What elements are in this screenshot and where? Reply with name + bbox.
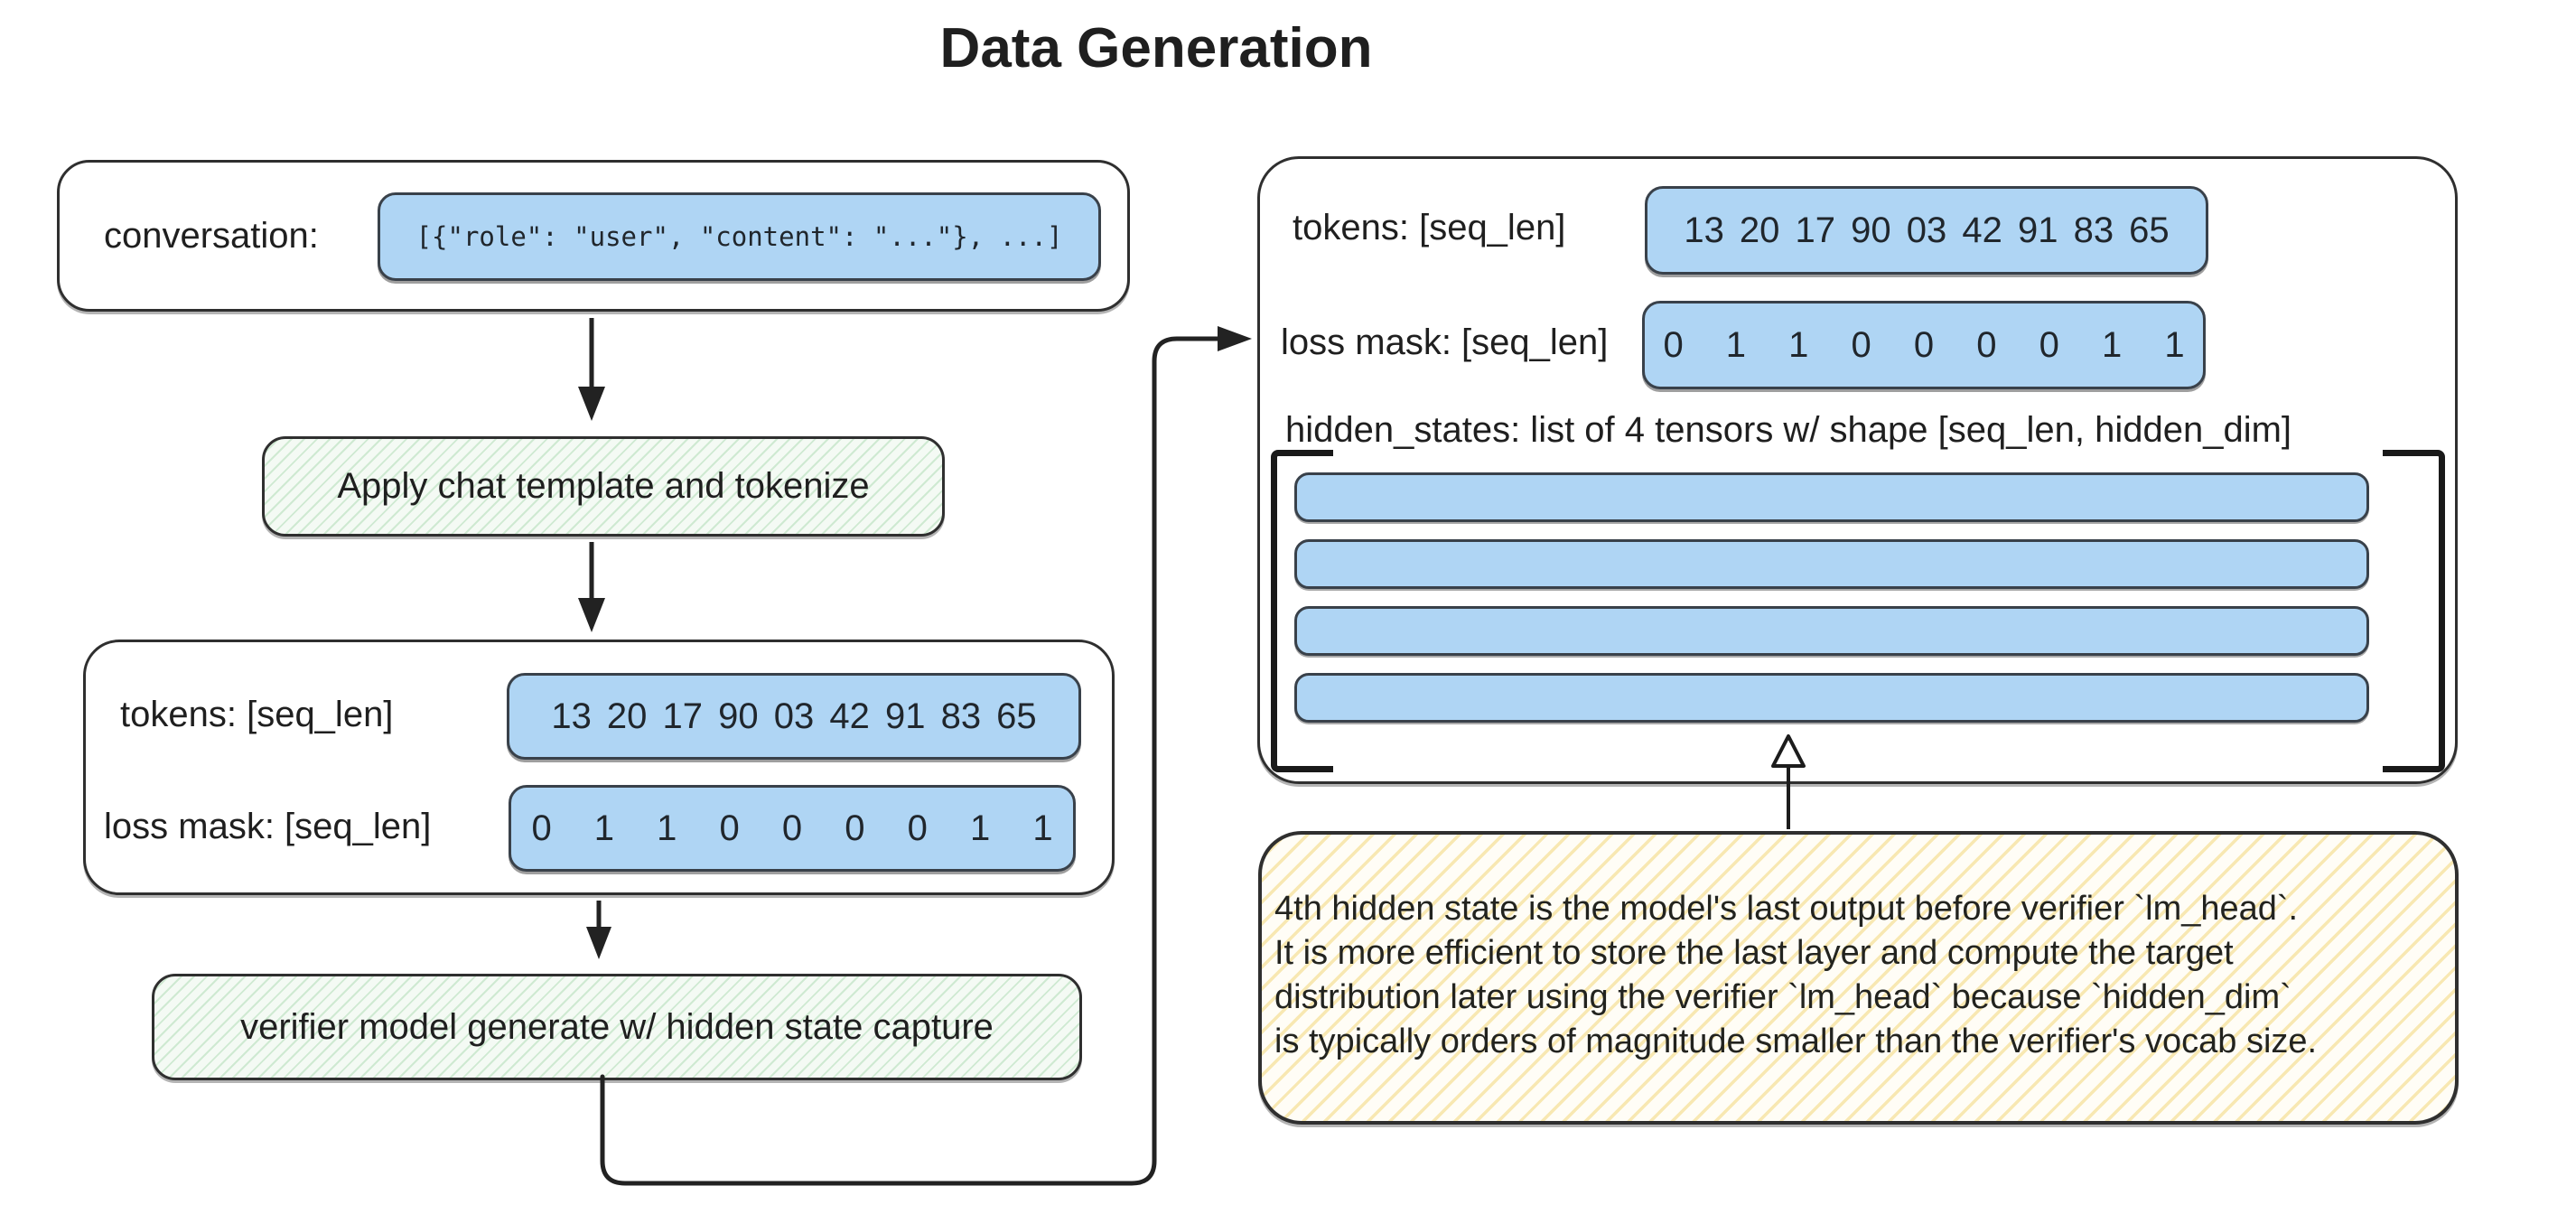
flow-arrow-down-2 [578,542,605,632]
note-line: It is more efficient to store the last l… [1274,934,2234,972]
loss-mask-label: loss mask: [seq_len] [104,806,432,846]
right-loss-mask-values-pill: 0 1 1 0 0 0 0 1 1 [1642,301,2206,389]
tokens-label: tokens: [seq_len] [120,694,394,734]
tensor-bar [1294,472,2369,522]
tensor-bar [1294,673,2369,723]
step-apply-chat-template: Apply chat template and tokenize [262,436,945,537]
left-tensors-box: tokens: [seq_len] 13 20 17 90 03 42 91 8… [83,640,1115,895]
tensor-bar [1294,539,2369,589]
left-bracket [1271,450,1333,772]
flow-arrow-down-1 [578,318,605,421]
right-tokens-label: tokens: [seq_len] [1293,207,1566,247]
tensor-bar [1294,606,2369,656]
right-bracket [2383,450,2445,772]
step-verifier-generate: verifier model generate w/ hidden state … [152,974,1082,1080]
conversation-code-pill: [{"role": "user", "content": "..."}, ...… [378,192,1101,281]
note-line: is typically orders of magnitude smaller… [1274,1023,2318,1060]
page-title: Data Generation [939,17,1373,79]
conversation-label: conversation: [104,215,319,256]
note-line: distribution later using the verifier `l… [1274,978,2291,1016]
hidden-states-bars [1294,472,2369,740]
right-output-box: tokens: [seq_len] 13 20 17 90 03 42 91 8… [1257,156,2458,784]
conversation-box: conversation: [{"role": "user", "content… [57,160,1130,312]
right-loss-mask-label: loss mask: [seq_len] [1281,322,1609,362]
tokens-values-pill: 13 20 17 90 03 42 91 83 65 [507,673,1081,760]
hidden-states-label: hidden_states: list of 4 tensors w/ shap… [1285,410,2292,450]
flow-arrow-down-3 [586,901,611,959]
loss-mask-values-pill: 0 1 1 0 0 0 0 1 1 [509,785,1076,872]
note-line: 4th hidden state is the model's last out… [1274,890,2299,928]
note-box: 4th hidden state is the model's last out… [1258,831,2459,1125]
note-text: 4th hidden state is the model's last out… [1274,887,2442,1064]
right-tokens-values-pill: 13 20 17 90 03 42 91 83 65 [1645,186,2208,275]
